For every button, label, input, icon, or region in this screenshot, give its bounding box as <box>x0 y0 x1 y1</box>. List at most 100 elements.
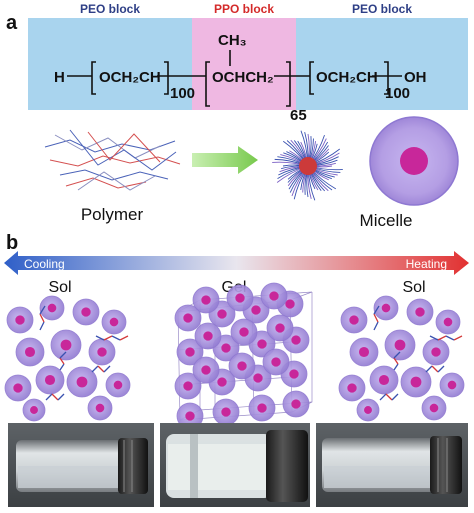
micelle-icon <box>176 338 204 366</box>
micelle-icon <box>228 352 256 380</box>
vial-photo-middle <box>160 423 310 507</box>
micelle-icon <box>356 398 380 422</box>
micelle-icon <box>88 338 116 366</box>
heating-label: Heating <box>406 257 447 271</box>
polymer-chains <box>44 129 181 191</box>
micelle-icon <box>262 348 290 376</box>
vial-photo-right <box>316 423 468 507</box>
assembly-arrow-icon <box>192 146 258 174</box>
micelle-icon <box>6 306 34 334</box>
peo-ppo-block-bar <box>28 18 468 110</box>
polymer-chain-segment <box>57 393 65 401</box>
polymer-chain-segment <box>103 335 113 341</box>
micelle-icon <box>4 374 32 402</box>
micelle-icon <box>384 329 416 361</box>
polymer-chain-segment <box>431 365 439 373</box>
cooling-label: Cooling <box>24 257 65 271</box>
micelle-icon <box>50 329 82 361</box>
micelle-icon <box>192 356 220 384</box>
micelle-icon <box>72 298 100 326</box>
micelle-icon <box>422 338 450 366</box>
micelle-icon <box>212 398 240 426</box>
polymer-chain-segment <box>95 335 105 341</box>
polymer-chain-segment <box>437 335 447 341</box>
state-label-sol-left: Sol <box>48 279 71 296</box>
formula-h: H <box>54 69 65 86</box>
micelle-icon <box>176 402 204 430</box>
formula-oh: OH <box>404 69 427 86</box>
gel-lattice <box>174 282 313 430</box>
state-label-sol-right: Sol <box>402 279 425 296</box>
peo-block-label-left: PEO block <box>80 2 140 16</box>
polymer-chain-segment <box>445 335 455 341</box>
polymer-chain-segment <box>393 363 399 371</box>
formula-subscript-2: 65 <box>290 107 307 124</box>
micelle-icon <box>400 366 432 398</box>
micelle-icon <box>248 394 276 422</box>
peo-block-label-right: PEO block <box>352 2 412 16</box>
formula-ch3: CH₃ <box>218 32 247 49</box>
micelle-icon <box>226 284 254 312</box>
sol-left-micelles <box>4 295 131 422</box>
chemical-formula <box>67 50 402 107</box>
polymer-chain-segment <box>59 363 65 371</box>
micelle-icon <box>349 337 379 367</box>
micelle-icon <box>338 374 366 402</box>
micelle-icon <box>192 286 220 314</box>
formula-peo-unit-2: OCH₂CH <box>316 69 378 86</box>
micelle-icon <box>174 304 202 332</box>
micelle-icon <box>66 366 98 398</box>
formula-subscript-1: 100 <box>170 85 195 102</box>
polymer-chain-segment <box>119 335 129 341</box>
micelle-icon <box>282 390 310 418</box>
vial-photo-left <box>8 423 154 507</box>
micelle-label: Micelle <box>360 211 413 230</box>
micelle-icon <box>174 372 202 400</box>
formula-subscript-3: 100 <box>385 85 410 102</box>
polymer-chain-segment <box>97 365 105 373</box>
polymer-chain-segment <box>59 357 65 365</box>
polymer-chain-segment <box>393 357 399 365</box>
polymer-chain-segment <box>379 393 387 401</box>
polymer-chain-segment <box>39 321 45 331</box>
micelle-icon <box>260 282 288 310</box>
micelle-icon <box>340 306 368 334</box>
micelle-icon <box>435 309 461 335</box>
ppo-block <box>192 18 296 110</box>
polymer-chain-segment <box>91 365 99 373</box>
sol-right-micelles <box>338 295 465 422</box>
micelle-icon <box>22 398 46 422</box>
micelle-icon <box>439 372 465 398</box>
temperature-arrow <box>4 251 469 275</box>
polymer-chain-segment <box>111 335 121 341</box>
polymer-chain-segment <box>373 321 379 331</box>
micelle-icon <box>39 295 65 321</box>
polymer-chain-segment <box>45 393 53 401</box>
polymer-chain-segment <box>429 335 439 341</box>
polymer-chain-segment <box>385 393 393 401</box>
micelle-icon <box>194 322 222 350</box>
micelle-icon <box>101 309 127 335</box>
micelle-icon <box>230 318 258 346</box>
micelle-icon <box>369 365 399 395</box>
micelle-starburst-icon <box>272 130 343 201</box>
polymer-chain-segment <box>103 365 111 373</box>
micelle-icon <box>105 372 131 398</box>
polymer-label: Polymer <box>81 205 144 224</box>
micelle-icon <box>15 337 45 367</box>
micelle-icon <box>35 365 65 395</box>
formula-ppo-unit: OCHCH₂ <box>212 69 274 86</box>
micelle-icon <box>87 395 113 421</box>
polymer-chain-segment <box>425 365 433 373</box>
micelle-icon <box>406 298 434 326</box>
ppo-block-label: PPO block <box>214 2 274 16</box>
peo-block-right <box>296 18 468 110</box>
micelle-icon <box>373 295 399 321</box>
micelle-core-icon <box>400 147 428 175</box>
polymer-chain-segment <box>393 351 401 359</box>
micelle-icon <box>266 314 294 342</box>
panel-a-label: a <box>6 12 18 34</box>
polymer-chain-segment <box>51 393 59 401</box>
formula-peo-unit-1: OCH₂CH <box>99 69 161 86</box>
polymer-chain-segment <box>391 393 399 401</box>
